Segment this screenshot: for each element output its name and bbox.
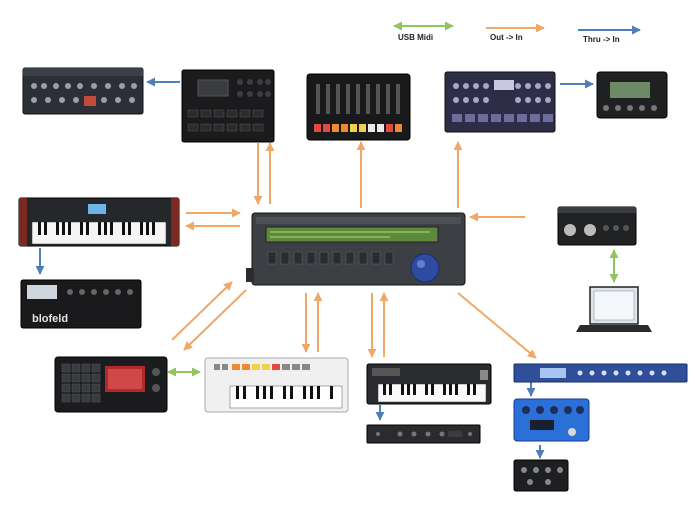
m1-keyboard-device — [366, 363, 492, 405]
effects-pedal-device — [513, 398, 590, 442]
arrow-hub-to-rack — [457, 292, 537, 359]
small-module-device — [513, 459, 569, 492]
legend-usb-midi-label: USB Midi — [398, 33, 433, 42]
midi-hub-device — [246, 212, 466, 286]
arrow-hub-to-mpc — [183, 289, 247, 351]
analog-synth-device — [22, 67, 144, 115]
left-keyboard-device — [18, 197, 180, 247]
legend-thru-in-label: Thru -> In — [583, 35, 620, 44]
desktop-module-device — [596, 71, 668, 119]
tr8-device — [306, 73, 411, 141]
laptop-device — [576, 286, 652, 332]
rack-module-device — [366, 424, 481, 444]
analog-drum-device — [444, 71, 556, 133]
arrow-mpc-to-hub — [171, 281, 233, 341]
digitakt-device — [181, 69, 275, 143]
mpc-device — [54, 356, 168, 413]
legend-out-in-label: Out -> In — [490, 33, 523, 42]
keylab-device — [204, 357, 349, 413]
svg-text:blofeld: blofeld — [32, 313, 68, 325]
audio-interface-device — [557, 206, 637, 246]
connections — [35, 77, 619, 459]
rack-effects-device — [513, 363, 688, 383]
blofeld-device: blofeld — [20, 279, 142, 329]
legend: USB Midi Out -> In Thru -> In — [393, 21, 641, 44]
